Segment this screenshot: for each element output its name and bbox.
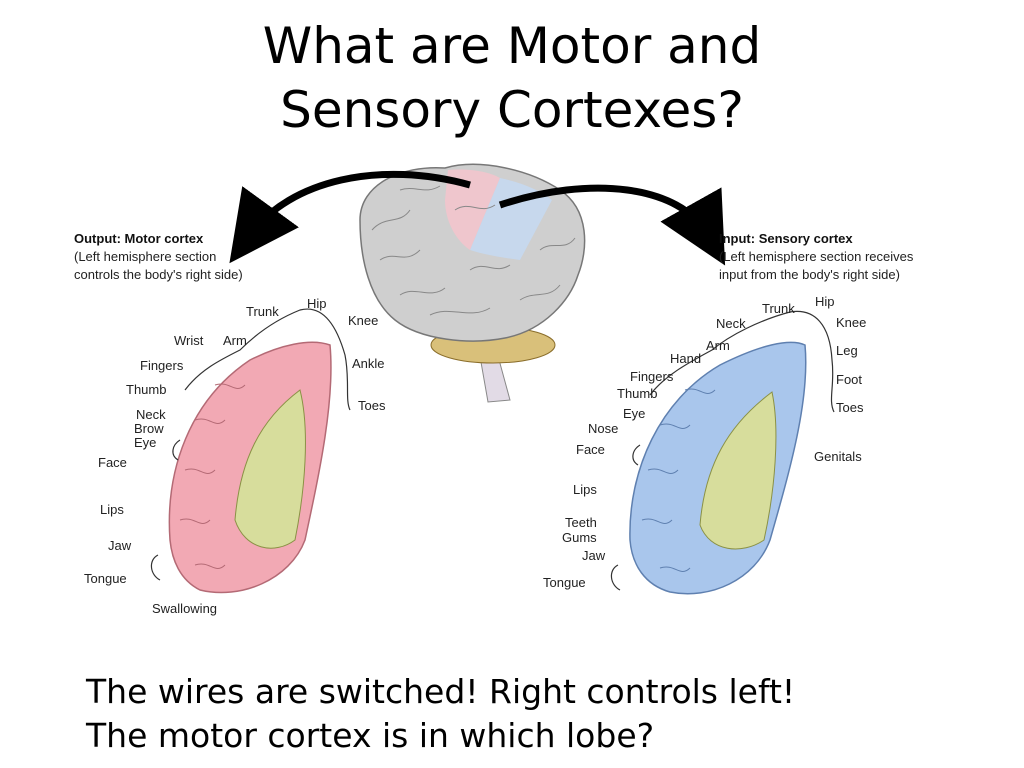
arrow-to-sensory bbox=[498, 184, 726, 266]
sensory-cortex-section: Input: Sensory cortex (Left hemisphere s… bbox=[543, 231, 914, 595]
sensory-label-hand: Hand bbox=[670, 351, 701, 366]
sensory-label-neck: Neck bbox=[716, 316, 746, 331]
title-line-2: Sensory Cortexes? bbox=[280, 81, 744, 139]
motor-label-arm: Arm bbox=[223, 333, 247, 348]
motor-desc-line-1: (Left hemisphere section bbox=[74, 249, 216, 264]
sensory-heading: Input: Sensory cortex bbox=[719, 231, 853, 246]
motor-white-matter bbox=[234, 389, 306, 549]
sensory-label-face: Face bbox=[576, 442, 605, 457]
sensory-label-nose: Nose bbox=[588, 421, 618, 436]
motor-label-hip: Hip bbox=[307, 296, 327, 311]
sensory-label-teeth: Teeth bbox=[565, 515, 597, 530]
slide-caption: The wires are switched! Right controls l… bbox=[86, 670, 986, 758]
motor-label-jaw: Jaw bbox=[108, 538, 132, 553]
cortex-diagram: Output: Motor cortex (Left hemisphere se… bbox=[74, 163, 914, 616]
sensory-label-knee: Knee bbox=[836, 315, 866, 330]
slide-title: What are Motor and Sensory Cortexes? bbox=[0, 14, 1024, 142]
motor-label-knee: Knee bbox=[348, 313, 378, 328]
sensory-white-matter bbox=[699, 391, 777, 550]
sensory-label-eye: Eye bbox=[623, 406, 645, 421]
motor-label-neck: Neck bbox=[136, 407, 166, 422]
motor-label-face: Face bbox=[98, 455, 127, 470]
sensory-label-trunk: Trunk bbox=[762, 301, 795, 316]
arrow-to-motor bbox=[229, 170, 471, 264]
sensory-label-toes: Toes bbox=[836, 400, 864, 415]
sensory-label-lips: Lips bbox=[573, 482, 597, 497]
caption-line-1: The wires are switched! Right controls l… bbox=[86, 672, 796, 711]
title-line-1: What are Motor and bbox=[262, 17, 762, 75]
sensory-label-genitals: Genitals bbox=[814, 449, 862, 464]
sensory-label-hip: Hip bbox=[815, 294, 835, 309]
motor-label-lips: Lips bbox=[100, 502, 124, 517]
motor-label-ankle: Ankle bbox=[352, 356, 385, 371]
motor-cortex-section: Output: Motor cortex (Left hemisphere se… bbox=[74, 231, 386, 616]
sensory-label-arm: Arm bbox=[706, 338, 730, 353]
motor-label-swallowing: Swallowing bbox=[152, 601, 217, 616]
motor-label-toes: Toes bbox=[358, 398, 386, 413]
sensory-desc-line-2: input from the body's right side) bbox=[719, 267, 900, 282]
motor-label-thumb: Thumb bbox=[126, 382, 166, 397]
motor-label-wrist: Wrist bbox=[174, 333, 204, 348]
sensory-label-jaw: Jaw bbox=[582, 548, 606, 563]
sensory-label-foot: Foot bbox=[836, 372, 862, 387]
motor-label-eye: Eye bbox=[134, 435, 156, 450]
motor-strip bbox=[445, 169, 500, 250]
sensory-desc-line-1: (Left hemisphere section receives bbox=[719, 249, 914, 264]
motor-label-tongue: Tongue bbox=[84, 571, 127, 586]
motor-heading: Output: Motor cortex bbox=[74, 231, 204, 246]
motor-label-trunk: Trunk bbox=[246, 304, 279, 319]
sensory-label-tongue: Tongue bbox=[543, 575, 586, 590]
motor-label-brow: Brow bbox=[134, 421, 164, 436]
sensory-label-fingers: Fingers bbox=[630, 369, 674, 384]
brain-illustration bbox=[359, 163, 586, 403]
sensory-label-gums: Gums bbox=[562, 530, 597, 545]
motor-label-fingers: Fingers bbox=[140, 358, 184, 373]
caption-line-2: The motor cortex is in which lobe? bbox=[86, 716, 655, 755]
sensory-label-leg: Leg bbox=[836, 343, 858, 358]
motor-desc-line-2: controls the body's right side) bbox=[74, 267, 243, 282]
sensory-label-thumb: Thumb bbox=[617, 386, 657, 401]
